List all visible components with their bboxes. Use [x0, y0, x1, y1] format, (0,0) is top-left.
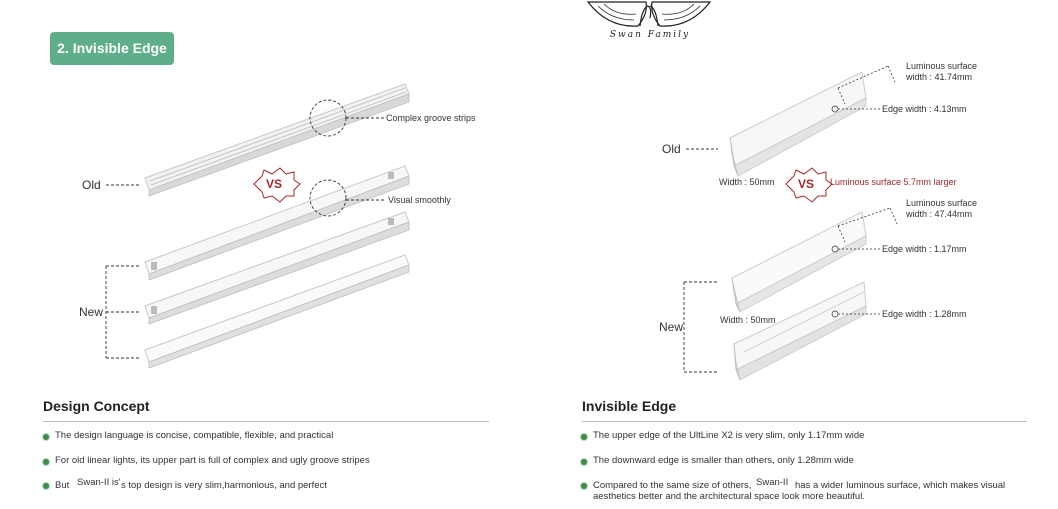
comparison-label: Luminous surface 5.7mm larger [830, 177, 957, 187]
design-bullet-1: The design language is concise, compatib… [55, 430, 334, 441]
new-edge-top-label: Edge width : 1.17mm [882, 244, 967, 254]
edge-bullet-3-prefix: Compared to the same size of others, [593, 480, 752, 491]
bullet-dot [42, 482, 50, 490]
new-strip-image-2 [144, 211, 410, 325]
edge-bullet-3-product: Swan-II [756, 477, 789, 488]
vs-badge-left [253, 167, 301, 203]
old-luminous-label-2: width : 41.74mm [906, 72, 973, 82]
design-concept-divider [43, 421, 489, 422]
design-bullet-2: For old linear lights, its upper part is… [55, 455, 370, 466]
old-strip-image [144, 83, 410, 197]
callout-circle-smooth [309, 179, 347, 217]
left-new-label: New [79, 305, 104, 319]
bullet-dot [580, 482, 588, 490]
swan-logo [586, 1, 712, 27]
new-edge-bottom-label: Edge width : 1.28mm [882, 309, 967, 319]
design-bullet-3-suffix: s top design is very slim,harmonious, an… [121, 480, 327, 491]
right-new-label: New [659, 320, 684, 334]
bullet-dot [580, 458, 588, 466]
new-strip-image-1 [144, 165, 410, 281]
right-old-label: Old [662, 142, 681, 156]
invisible-edge-title: Invisible Edge [582, 398, 677, 414]
vs-label-right: VS [798, 177, 815, 191]
vs-badge-right [785, 167, 833, 203]
bullet-dot [42, 433, 50, 441]
new-profile-image-2 [733, 281, 867, 381]
vs-label-left: VS [266, 177, 283, 191]
invisible-edge-divider [582, 421, 1027, 422]
bullet-dot [42, 458, 50, 466]
new-strip-image-3 [144, 254, 410, 369]
edge-bullet-3-line2: aesthetics better and the architectural … [593, 491, 865, 502]
new-luminous-label-1: Luminous surface [906, 198, 978, 208]
new-width-label: Width : 50mm [720, 315, 776, 325]
edge-bullet-1: The upper edge of the UltLine X2 is very… [593, 430, 865, 441]
old-width-label: Width : 50mm [719, 177, 775, 187]
new-luminous-label-2: width : 47.44mm [906, 209, 973, 219]
edge-bullet-3-suffix: has a wider luminous surface, which make… [795, 480, 1006, 491]
new-profile-image-1 [731, 211, 867, 313]
section-badge: 2. Invisible Edge [50, 32, 174, 65]
design-bullet-3-prefix: But [55, 480, 70, 491]
design-concept-title: Design Concept [43, 398, 150, 414]
edge-bullet-2: The downward edge is smaller than others… [593, 455, 854, 466]
design-bullet-3-product: Swan-II is' [77, 477, 121, 488]
callout-smooth-label: Visual smoothly [388, 195, 451, 205]
old-edge-label: Edge width : 4.13mm [882, 104, 967, 114]
old-luminous-label-1: Luminous surface [906, 61, 978, 71]
bullet-dot [580, 433, 588, 441]
logo-text: Swan Family [609, 30, 691, 40]
callout-complex-label: Complex groove strips [386, 113, 476, 123]
left-old-label: Old [82, 178, 101, 192]
old-profile-image [729, 71, 867, 177]
